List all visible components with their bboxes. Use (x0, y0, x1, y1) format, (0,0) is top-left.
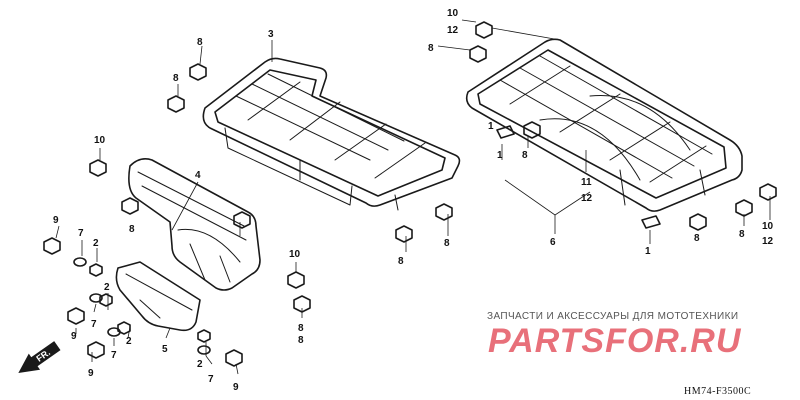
callout-label: 10 (762, 221, 774, 232)
callout-label: 10 (447, 8, 459, 19)
callout-label: 8 (398, 256, 404, 267)
callout-label: 2 (197, 359, 203, 370)
hardware (43, 21, 777, 367)
callout-label: 7 (78, 228, 84, 239)
callout-label: 12 (447, 25, 459, 36)
callout-label: 2 (93, 238, 99, 249)
callout-label: 10 (289, 249, 301, 260)
callout-label: 8 (739, 229, 745, 240)
callout-label: 7 (91, 319, 97, 330)
callout-label: 8 (694, 233, 700, 244)
callout-label: 7 (111, 350, 117, 361)
callout-label: 7 (208, 374, 214, 385)
clip-1b (641, 215, 661, 229)
front-carrier (465, 38, 743, 212)
callout-label: 9 (233, 382, 239, 393)
watermark-tagline: ЗАПЧАСТИ И АКСЕССУАРЫ ДЛЯ МОТОТЕХНИКИ (487, 311, 738, 322)
callouts: 10 12 8 3 8 8 10 4 8 9 7 2 2 7 9 2 7 9 5… (53, 8, 774, 393)
callout-label: 8 (428, 43, 434, 54)
callout-label: 2 (104, 282, 110, 293)
callout-label: 8 (522, 150, 528, 161)
callout-label: 8 (298, 335, 304, 346)
callout-label: 6 (550, 237, 556, 248)
callout-label: 3 (268, 29, 274, 40)
callout-label: 1 (645, 246, 651, 257)
callout-label: 1 (488, 121, 494, 132)
callout-label: 10 (94, 135, 106, 146)
callout-label: 8 (129, 224, 135, 235)
rear-carrier (202, 57, 461, 211)
callout-label: 5 (162, 344, 168, 355)
callout-label: 12 (581, 193, 593, 204)
callout-label: 1 (497, 150, 503, 161)
skid-plate (115, 261, 201, 332)
diagram-code: HM74-F3500C (684, 386, 751, 397)
fr-arrow: FR. (18, 341, 61, 373)
clip-1a (496, 125, 515, 139)
callout-label: 4 (195, 170, 201, 181)
front-guard (128, 158, 261, 291)
callout-label: 11 (581, 177, 592, 188)
callout-label: 12 (762, 236, 774, 247)
watermark: ЗАПЧАСТИ И АКСЕССУАРЫ ДЛЯ МОТОТЕХНИКИ PA… (487, 311, 742, 360)
callout-label: 8 (173, 73, 179, 84)
leader-lines (55, 19, 771, 375)
callout-label: 8 (444, 238, 450, 249)
callout-label: 8 (298, 323, 304, 334)
callout-label: 9 (71, 331, 77, 342)
callout-label: 8 (197, 37, 203, 48)
watermark-logo: PARTSFOR.RU (488, 322, 742, 360)
callout-label: 9 (88, 368, 94, 379)
callout-label: 2 (126, 336, 132, 347)
callout-label: 9 (53, 215, 59, 226)
